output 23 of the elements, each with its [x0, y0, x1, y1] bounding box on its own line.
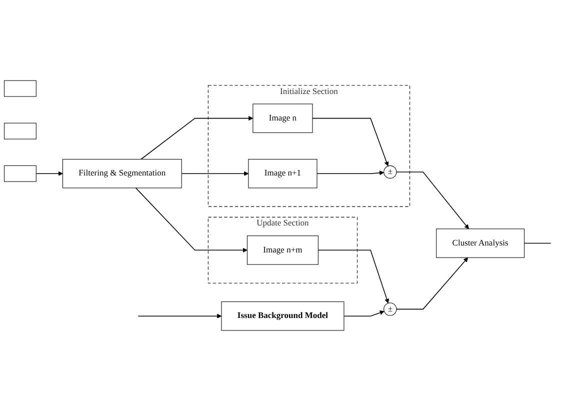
arrow	[140, 116, 254, 160]
node-circle: ±	[384, 165, 397, 179]
arrow	[396, 257, 468, 310]
arrow	[312, 118, 389, 166]
node-box	[4, 122, 36, 140]
node-box: Cluster Analysis	[436, 228, 525, 258]
node-box: Image n	[252, 104, 313, 133]
node-box	[4, 80, 36, 97]
arrow	[181, 171, 249, 176]
node-box: Image n+m	[246, 236, 318, 265]
arrow	[138, 314, 222, 318]
node-box: Image n+1	[248, 158, 318, 188]
connector	[524, 242, 552, 244]
arrow	[318, 250, 390, 304]
arrow	[36, 171, 63, 176]
node-box	[4, 165, 36, 182]
arrow	[396, 172, 469, 230]
arrow	[135, 188, 248, 252]
arrow	[316, 170, 384, 176]
node-circle: ±	[384, 302, 397, 316]
node-box: Issue Background Model	[221, 301, 344, 331]
arrow	[344, 310, 384, 316]
node-box: Filtering & Segmentation	[62, 158, 182, 188]
